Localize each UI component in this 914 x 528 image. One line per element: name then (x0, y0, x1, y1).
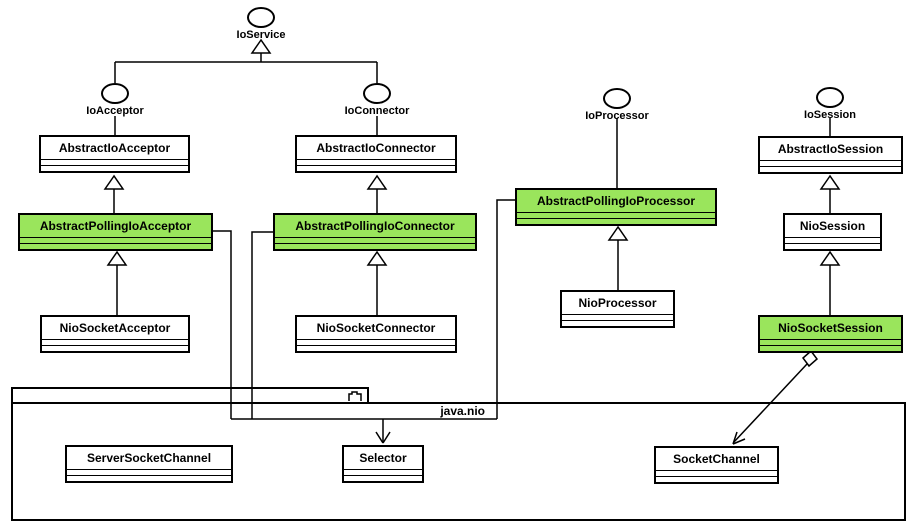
class-abstract-io-acceptor[interactable]: AbstractIoAcceptor (39, 135, 190, 173)
attributes-compartment (785, 237, 880, 243)
interface-circle-icon (603, 88, 631, 109)
interface-io-connector[interactable]: IoConnector (322, 83, 432, 117)
generalization-triangle-icon (250, 38, 272, 54)
class-selector[interactable]: Selector (342, 445, 424, 483)
generalization-triangle-icon (366, 250, 388, 266)
class-nio-socket-connector[interactable]: NioSocketConnector (295, 315, 457, 353)
operations-compartment (41, 165, 188, 171)
class-nio-session[interactable]: NioSession (783, 213, 882, 251)
edge-gen-pollingconnector-abstractioconnector (366, 174, 388, 213)
attributes-compartment (656, 470, 777, 476)
edge-gen-pollingacceptor-abstractioacceptor (103, 174, 125, 213)
class-title: NioSession (799, 219, 866, 233)
edge-gen-niosocketconnector-pollingconnector (366, 250, 388, 315)
class-title: ServerSocketChannel (86, 451, 212, 465)
generalization-triangle-icon (106, 250, 128, 266)
generalization-triangle-icon (607, 225, 629, 241)
attributes-compartment (517, 212, 715, 218)
interface-label: IoService (236, 29, 286, 41)
operations-compartment (785, 243, 880, 249)
operations-compartment (275, 243, 475, 249)
class-title: NioSocketConnector (316, 321, 436, 335)
attributes-compartment (20, 237, 211, 243)
interface-circle-icon (363, 83, 391, 104)
attributes-compartment (275, 237, 475, 243)
interface-io-acceptor[interactable]: IoAcceptor (60, 83, 170, 117)
attributes-compartment (41, 159, 188, 165)
generalization-triangle-icon (103, 174, 125, 190)
class-title: AbstractPollingIoAcceptor (39, 219, 192, 233)
attributes-compartment (562, 314, 673, 320)
edge-gen-niosocketsession-niosession (819, 250, 841, 315)
generalization-triangle-icon (366, 174, 388, 190)
package-tab[interactable] (11, 387, 369, 402)
class-title: Selector (359, 451, 407, 465)
interface-label: IoSession (804, 109, 856, 121)
class-title: AbstractPollingIoProcessor (536, 194, 696, 208)
class-title: AbstractIoSession (777, 142, 884, 156)
attributes-compartment (297, 339, 455, 345)
interface-io-processor[interactable]: IoProcessor (562, 88, 672, 122)
class-nio-processor[interactable]: NioProcessor (560, 290, 675, 328)
interface-circle-icon (816, 87, 844, 108)
operations-compartment (42, 345, 188, 351)
class-title: NioSocketAcceptor (59, 321, 171, 335)
class-abstract-io-connector[interactable]: AbstractIoConnector (295, 135, 457, 173)
interface-circle-icon (101, 83, 129, 104)
aggregation-diamond-icon (801, 349, 819, 368)
attributes-compartment (297, 159, 455, 165)
attributes-compartment (42, 339, 188, 345)
interface-circle-icon (247, 7, 275, 28)
class-abstract-polling-io-connector[interactable]: AbstractPollingIoConnector (273, 213, 477, 251)
operations-compartment (760, 166, 901, 172)
operations-compartment (344, 475, 422, 481)
edge-gen-niosocketacceptor-pollingacceptor (106, 250, 128, 315)
operations-compartment (20, 243, 211, 249)
class-server-socket-channel[interactable]: ServerSocketChannel (65, 445, 233, 483)
attributes-compartment (760, 160, 901, 166)
class-nio-socket-session[interactable]: NioSocketSession (758, 315, 903, 353)
generalization-triangle-icon (819, 250, 841, 266)
interface-label: IoProcessor (585, 110, 649, 122)
edge-gen-niosession-abstractiosession (819, 174, 841, 213)
class-nio-socket-acceptor[interactable]: NioSocketAcceptor (40, 315, 190, 353)
class-title: NioProcessor (578, 296, 657, 310)
operations-compartment (562, 320, 673, 326)
package-fold-icon (348, 391, 362, 401)
operations-compartment (656, 476, 777, 482)
attributes-compartment (760, 339, 901, 345)
class-title: NioSocketSession (778, 321, 883, 335)
operations-compartment (67, 475, 231, 481)
class-title: SocketChannel (673, 452, 760, 466)
operations-compartment (297, 345, 455, 351)
class-abstract-polling-io-acceptor[interactable]: AbstractPollingIoAcceptor (18, 213, 213, 251)
operations-compartment (297, 165, 455, 171)
package-name-label: java.nio (440, 404, 485, 418)
edge-gen-nioprocessor-pollingprocessor (607, 225, 629, 290)
interface-label: IoConnector (344, 105, 410, 117)
class-title: AbstractIoConnector (316, 141, 436, 155)
attributes-compartment (344, 469, 422, 475)
interface-io-service[interactable]: IoService (206, 7, 316, 41)
interface-io-session[interactable]: IoSession (775, 87, 885, 121)
class-socket-channel[interactable]: SocketChannel (654, 446, 779, 484)
class-title: AbstractIoAcceptor (58, 141, 171, 155)
attributes-compartment (67, 469, 231, 475)
operations-compartment (517, 218, 715, 224)
interface-label: IoAcceptor (86, 105, 144, 117)
class-abstract-polling-io-processor[interactable]: AbstractPollingIoProcessor (515, 188, 717, 226)
class-abstract-io-session[interactable]: AbstractIoSession (758, 136, 903, 174)
generalization-triangle-icon (819, 174, 841, 190)
edge-ioservice-generalization (114, 38, 378, 83)
class-title: AbstractPollingIoConnector (295, 219, 455, 233)
operations-compartment (760, 345, 901, 351)
